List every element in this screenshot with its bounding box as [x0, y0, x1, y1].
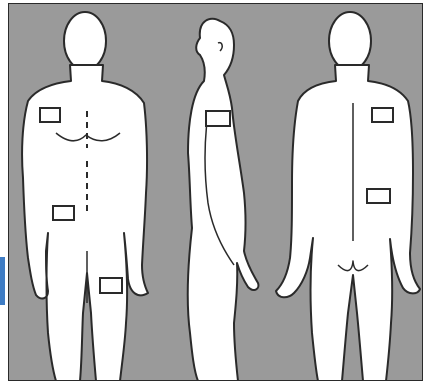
patch-upper-thigh	[100, 278, 122, 293]
body-figures-svg	[8, 3, 423, 381]
patch-abdomen	[53, 206, 74, 220]
accent-tab	[0, 257, 5, 305]
patch-upper-arm	[206, 111, 230, 126]
patch-upper-chest	[40, 108, 60, 122]
front-head	[64, 12, 106, 70]
back-head	[329, 12, 371, 70]
patch-upper-back	[372, 108, 393, 122]
patch-lower-back	[367, 189, 390, 203]
patch-application-diagram	[8, 3, 423, 381]
